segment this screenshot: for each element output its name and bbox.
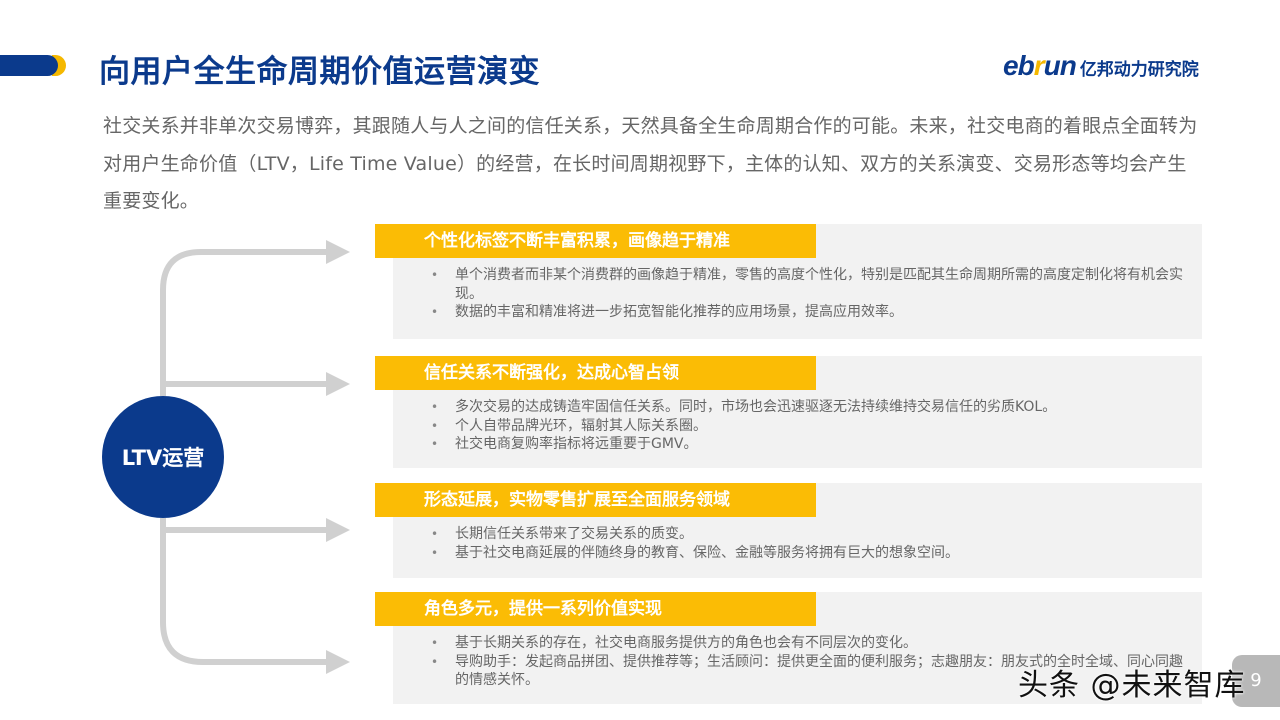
card-1-title: 个性化标签不断丰富积累，画像趋于精准 xyxy=(375,224,816,258)
logo-wordmark-suffix: un xyxy=(1043,50,1077,81)
logo-chinese-name: 亿邦动力研究院 xyxy=(1079,60,1199,80)
hub-label: LTV运营 xyxy=(121,446,205,470)
page-title: 向用户全生命周期价值运营演变 xyxy=(99,54,540,90)
logo-wordmark-accent: r xyxy=(1033,50,1045,81)
arrow-head-1 xyxy=(326,240,350,264)
arrow-head-3 xyxy=(326,518,350,542)
card-2-title: 信任关系不断强化，达成心智占领 xyxy=(375,356,816,390)
logo-wordmark: ebrun xyxy=(1003,50,1077,81)
page-number-tab: 9 xyxy=(1232,655,1280,707)
logo-wordmark-prefix: eb xyxy=(1003,50,1035,81)
bullet-item: 导购助手：发起商品拼团、提供推荐等；生活顾问：提供更全面的便利服务；志趣朋友：朋… xyxy=(431,653,1191,690)
card-4-bullets: 基于长期关系的存在，社交电商服务提供方的角色也会有不同层次的变化。 导购助手：发… xyxy=(431,634,1191,690)
bullet-item: 社交电商复购率指标将远重要于GMV。 xyxy=(431,435,1191,454)
title-bar-decoration xyxy=(0,55,58,76)
bullet-item: 基于长期关系的存在，社交电商服务提供方的角色也会有不同层次的变化。 xyxy=(431,634,1191,653)
bullet-item: 个人自带品牌光环，辐射其人际关系圈。 xyxy=(431,417,1191,436)
card-3-bullets: 长期信任关系带来了交易关系的质变。 基于社交电商延展的伴随终身的教育、保险、金融… xyxy=(431,525,1191,562)
bullet-item: 数据的丰富和精准将进一步拓宽智能化推荐的应用场景，提高应用效率。 xyxy=(431,303,1191,322)
watermark-text: 头条 @未来智库 xyxy=(1018,668,1246,703)
bullet-item: 基于社交电商延展的伴随终身的教育、保险、金融等服务将拥有巨大的想象空间。 xyxy=(431,544,1191,563)
ebrun-logo: ebrun 亿邦动力研究院 xyxy=(1003,50,1199,81)
arrow-head-4 xyxy=(326,650,350,674)
arrow-head-2 xyxy=(326,372,350,396)
card-4-title: 角色多元，提供一系列价值实现 xyxy=(375,592,816,626)
card-2-bullets: 多次交易的达成铸造牢固信任关系。同时，市场也会迅速驱逐无法持续维持交易信任的劣质… xyxy=(431,398,1191,454)
connector-arrows xyxy=(160,240,350,674)
bullet-item: 长期信任关系带来了交易关系的质变。 xyxy=(431,525,1191,544)
bullet-item: 单个消费者而非某个消费群的画像趋于精准，零售的高度个性化，特别是匹配其生命周期所… xyxy=(431,266,1191,303)
card-3-title: 形态延展，实物零售扩展至全面服务领域 xyxy=(375,483,816,517)
ltv-hub-circle: LTV运营 xyxy=(102,396,224,518)
intro-paragraph: 社交关系并非单次交易博弈，其跟随人与人之间的信任关系，天然具备全生命周期合作的可… xyxy=(103,115,1198,212)
card-1-bullets: 单个消费者而非某个消费群的画像趋于精准，零售的高度个性化，特别是匹配其生命周期所… xyxy=(431,266,1191,322)
bullet-item: 多次交易的达成铸造牢固信任关系。同时，市场也会迅速驱逐无法持续维持交易信任的劣质… xyxy=(431,398,1191,417)
